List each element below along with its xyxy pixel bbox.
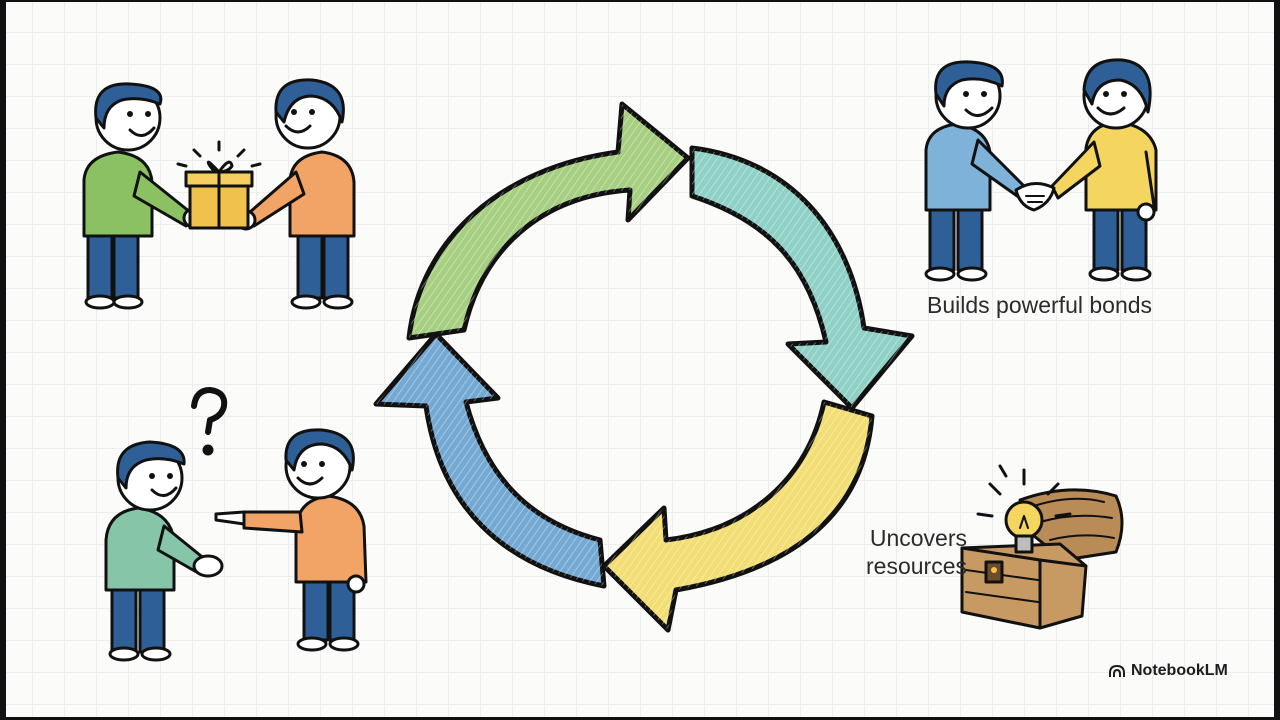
frame-bottom [0,717,1280,720]
person-mint-shirt [104,440,224,662]
person-yellow-shirt [1050,58,1158,282]
frame-top [0,0,1280,2]
cycle-diagram [373,101,915,633]
person-orange-shirt [235,78,356,310]
brand-watermark: NotebookLM [1108,660,1228,682]
brand-name: NotebookLM [1131,662,1228,679]
handshake-icon [1014,182,1056,212]
frame-left [0,0,6,720]
cycle-arrow-teal [689,145,915,411]
notebooklm-logo-icon [1109,664,1125,677]
label-builds-powerful-bonds: Builds powerful bonds [927,292,1153,318]
person-blue-shirt [924,60,1026,282]
gift-icon [176,140,262,230]
scene-question-introduction [104,387,368,662]
frame-right [1274,0,1280,720]
cycle-arrow-green [406,101,691,341]
person-pointing-orange-shirt [214,428,368,652]
person-green-shirt [82,82,204,310]
label-uncovers-resources: Uncovers resources [847,524,967,580]
cycle-arrow-yellow [601,399,875,633]
scene-handshake [924,58,1158,282]
scene-gift-exchange [82,78,356,310]
cycle-arrow-blue [373,331,607,589]
lightbulb-icon [976,464,1072,554]
scene-treasure-chest [960,464,1124,630]
label-uncovers: Uncovers [869,525,967,551]
label-resources: resources [866,553,967,579]
treasure-chest-icon [960,488,1124,630]
question-mark-icon [191,387,228,456]
